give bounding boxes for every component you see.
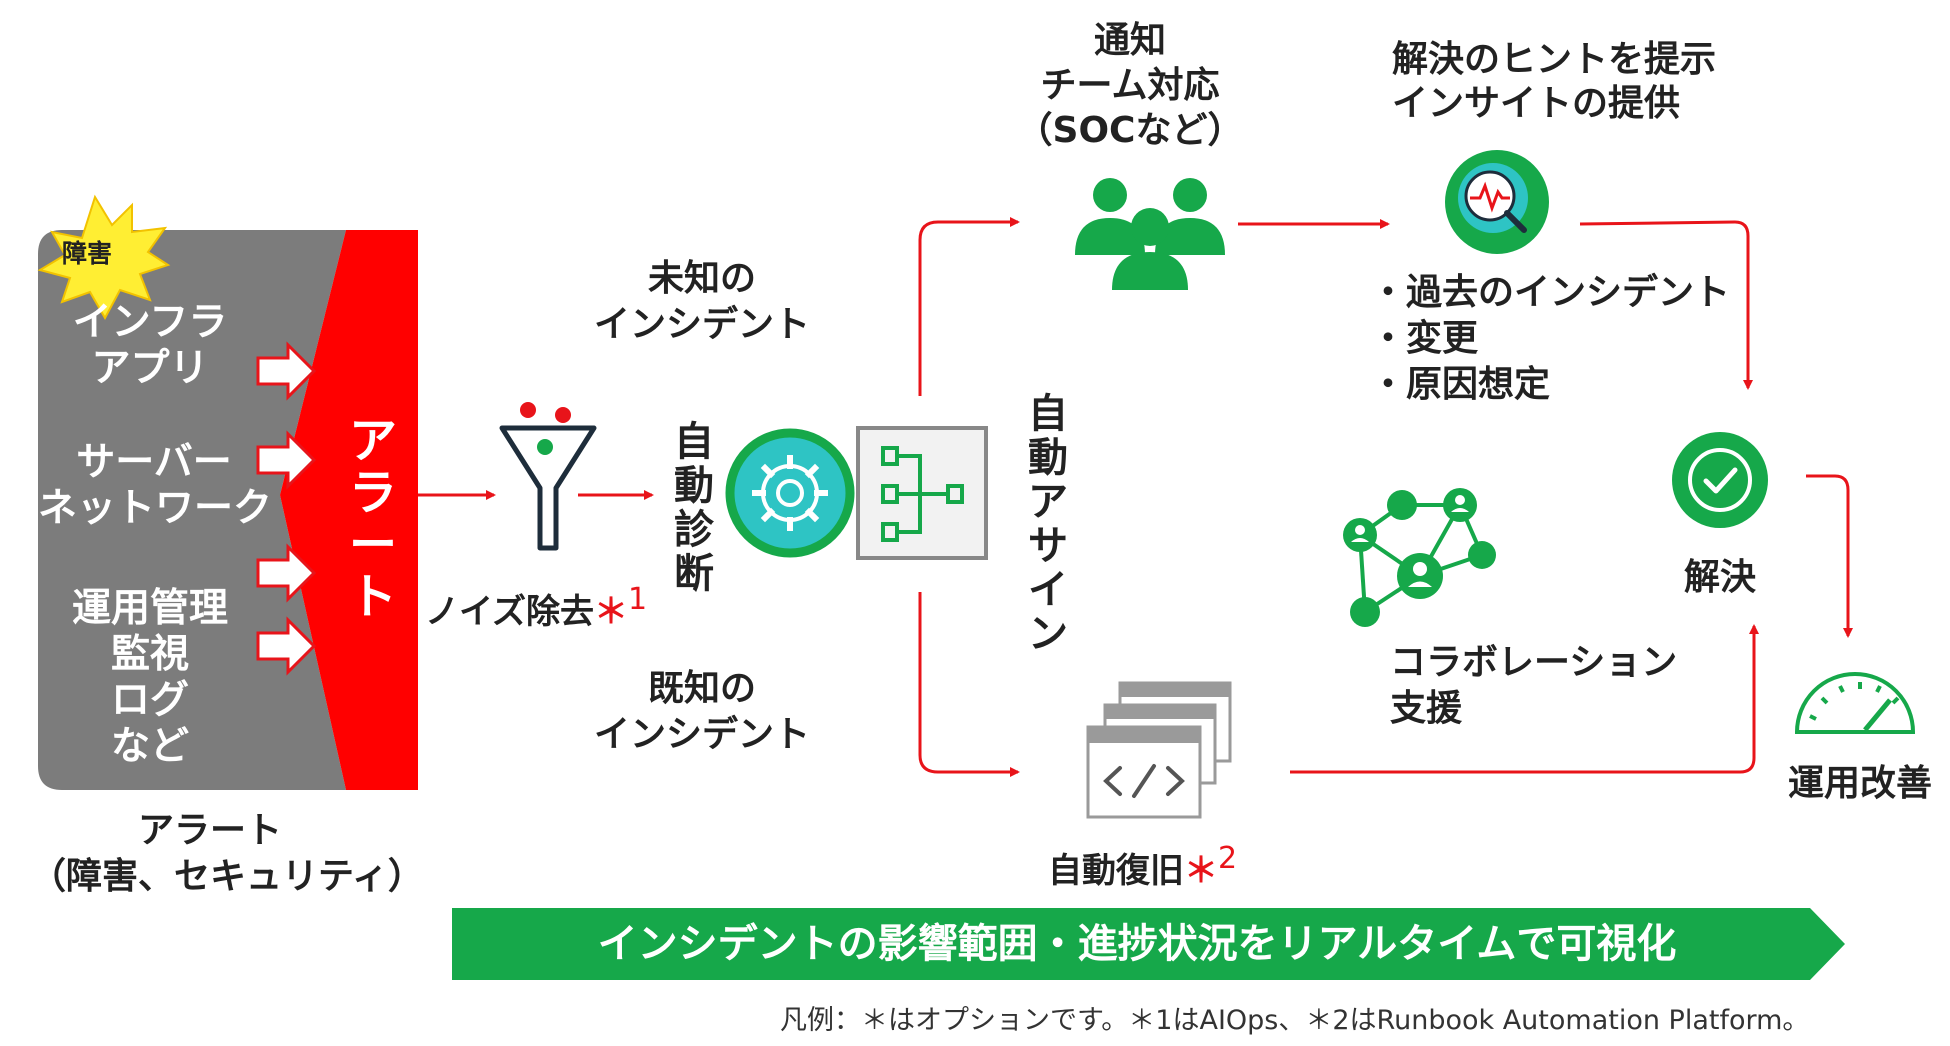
resolve-label: 解決 <box>1683 557 1756 598</box>
incident-line: 既知の <box>647 668 756 709</box>
banner-text: インシデントの影響範囲・進捗状況をリアルタイムで可視化 <box>597 921 1677 967</box>
insight-line: 解決のヒントを提示 <box>1392 39 1717 80</box>
incident-line: インシデント <box>593 714 810 755</box>
insight-line: インサイトの提供 <box>1392 83 1681 124</box>
footnote-number: 1 <box>627 582 648 617</box>
source-group-apps: インフラ アプリ <box>45 300 255 392</box>
visibility-banner <box>452 908 1845 980</box>
hint-item: ・過去のインシデント <box>1370 272 1731 313</box>
notify-line: チーム対応 <box>1040 65 1220 106</box>
input-arrow-icon <box>256 341 317 401</box>
notify-line: （SOCなど） <box>1016 110 1244 151</box>
auto-recover-text: 自動復旧 <box>1048 851 1184 891</box>
source-label: ログ <box>110 678 189 723</box>
asterisk-mark: ＊ <box>593 592 628 632</box>
input-arrows <box>256 341 317 676</box>
incident-line: 未知の <box>647 258 756 299</box>
workflow-tree-icon <box>856 426 988 560</box>
gauge-icon <box>1794 672 1916 734</box>
source-label: 運用管理 <box>71 586 228 631</box>
collaboration-line: 支援 <box>1390 688 1463 729</box>
source-label: サーバー <box>76 440 232 485</box>
check-circle-icon <box>1672 432 1768 528</box>
known-incident-label: 既知の インシデント <box>582 666 822 758</box>
footnote-number: 2 <box>1218 841 1238 876</box>
collaboration-line: コラボレーション <box>1390 642 1678 683</box>
hint-list: ・過去のインシデント ・変更 ・原因想定 <box>1370 270 1730 408</box>
noise-filter-label: ノイズ除去＊1 <box>425 582 648 633</box>
source-label: ネットワーク <box>38 486 273 531</box>
burst-label: 障害 <box>62 239 113 268</box>
source-label: アプリ <box>91 346 209 391</box>
hint-item: ・原因想定 <box>1370 364 1551 405</box>
notify-line: 通知 <box>1093 20 1166 61</box>
source-label: など <box>110 724 189 769</box>
insight-label: 解決のヒントを提示 インサイトの提供 <box>1392 38 1716 126</box>
funnel-icon <box>499 402 597 551</box>
auto-recover-label: 自動復旧＊2 <box>1048 841 1238 892</box>
search-pulse-icon <box>1445 150 1549 254</box>
auto-diagnosis-label: 自動診断 <box>674 419 714 597</box>
input-arrow-icon <box>256 430 317 490</box>
hint-item: ・変更 <box>1370 318 1479 359</box>
flow-arrows <box>418 217 1853 777</box>
source-group-infra: サーバー ネットワーク <box>38 440 273 532</box>
code-windows-icon <box>1086 681 1232 819</box>
alert-vertical-label: アラート <box>348 413 397 625</box>
unknown-incident-label: 未知の インシデント <box>582 256 822 348</box>
source-label: 監視 <box>110 632 189 677</box>
noise-filter-text: ノイズ除去 <box>425 592 594 632</box>
input-arrow-icon <box>256 543 317 603</box>
notify-label: 通知 チーム対応 （SOCなど） <box>1000 18 1260 153</box>
caption-line: アラート <box>137 810 282 851</box>
network-people-icon <box>1343 488 1496 627</box>
source-label: インフラ <box>72 300 228 345</box>
input-arrow-icon <box>256 616 317 676</box>
ops-improve-label: 運用改善 <box>1787 763 1932 804</box>
gear-icon <box>725 428 855 558</box>
legend-note: 凡例：＊はオプションです。＊1はAIOps、＊2はRunbook Automat… <box>780 1005 1810 1036</box>
caption-line: （障害、セキュリティ） <box>30 856 424 897</box>
source-group-ops: 運用管理 監視 ログ など <box>45 586 255 770</box>
incident-burst-icon <box>37 194 171 321</box>
auto-assign-label: 自動アサイン <box>1028 391 1068 657</box>
source-caption: アラート （障害、セキュリティ） <box>30 808 424 900</box>
collaboration-label: コラボレーション 支援 <box>1390 640 1677 732</box>
incident-line: インシデント <box>593 304 810 345</box>
asterisk-mark: ＊ <box>1184 851 1218 891</box>
team-icon <box>1075 178 1225 290</box>
